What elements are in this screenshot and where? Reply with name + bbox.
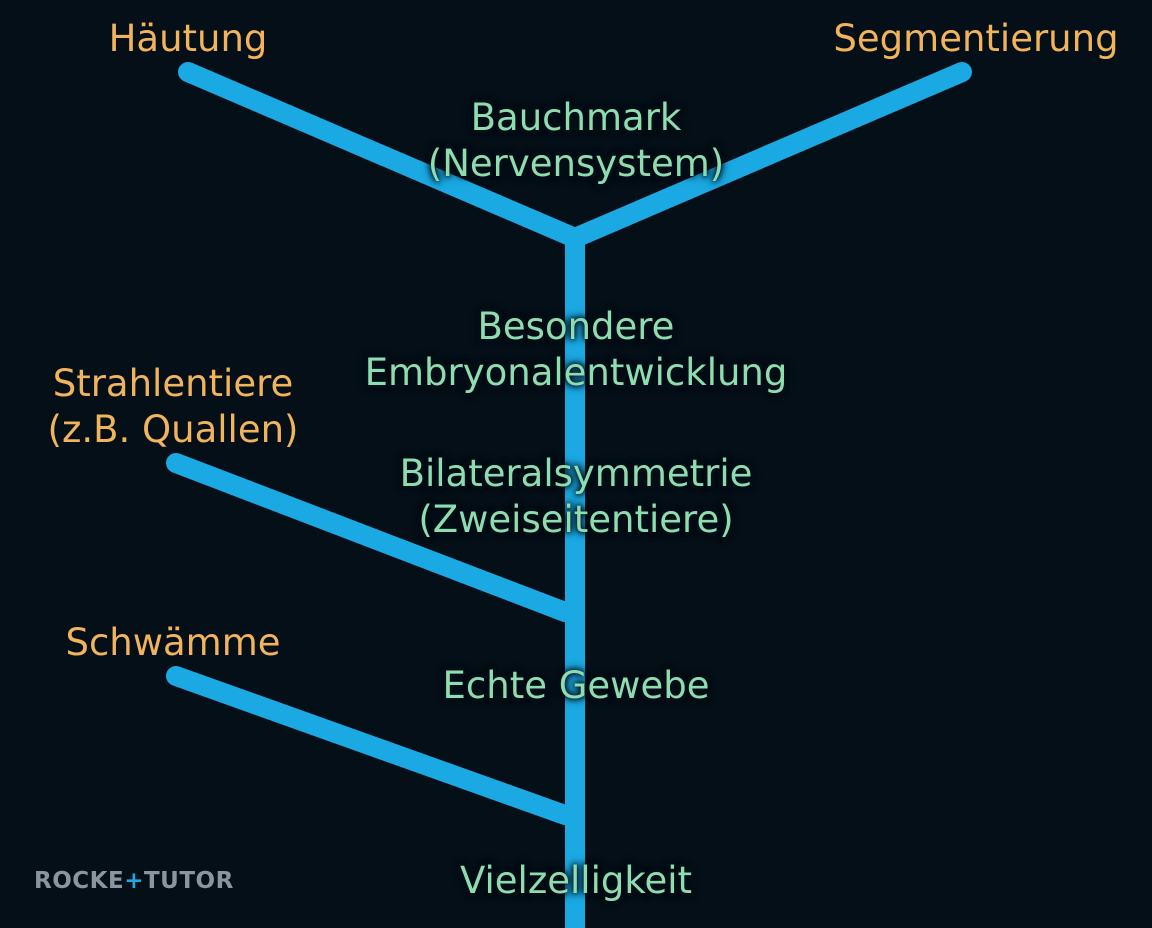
tip-label-haeutung: Häutung xyxy=(109,16,268,62)
rocketutor-logo: ROCKE+TUTOR xyxy=(34,868,234,894)
node-label-bauchmark-line-2: (Nervensystem) xyxy=(427,142,725,185)
node-label-vielzelligkeit-line: Vielzelligkeit xyxy=(460,859,692,902)
branch-strahlentiere xyxy=(166,453,575,622)
tip-label-haeutung-line: Häutung xyxy=(108,17,268,60)
tip-label-strahlentiere: Strahlentiere (z.B. Quallen) xyxy=(48,361,299,453)
node-label-embryonal-line-2: Embryonalentwicklung xyxy=(364,351,788,394)
tip-label-segmentierung-line: Segmentierung xyxy=(833,17,1119,60)
node-label-bauchmark: Bauchmark (Nervensystem) xyxy=(428,95,724,187)
tip-label-schwaemme: Schwämme xyxy=(65,620,280,666)
node-label-bilateral: Bilateralsymmetrie (Zweiseitentiere) xyxy=(400,451,753,543)
branch-schwaemme xyxy=(166,666,575,825)
logo-text-right: TUTOR xyxy=(143,868,234,894)
logo-text-left: ROCKE xyxy=(34,868,125,894)
node-label-embryonal: Besondere Embryonalentwicklung xyxy=(365,304,788,396)
tip-label-strahlentiere-line-2: (z.B. Quallen) xyxy=(47,408,299,451)
node-label-gewebe: Echte Gewebe xyxy=(443,663,710,709)
node-label-gewebe-line: Echte Gewebe xyxy=(442,664,710,707)
branch-segmentierung xyxy=(565,62,972,248)
node-label-vielzelligkeit: Vielzelligkeit xyxy=(460,858,692,904)
branch-haeutung xyxy=(178,62,585,248)
node-label-embryonal-line-1: Besondere xyxy=(477,305,675,348)
logo-plus: + xyxy=(124,868,144,894)
tip-label-strahlentiere-line-1: Strahlentiere xyxy=(52,362,294,405)
node-label-bilateral-line-2: (Zweiseitentiere) xyxy=(418,498,734,541)
node-label-bauchmark-line-1: Bauchmark xyxy=(470,96,682,139)
node-label-bilateral-line-1: Bilateralsymmetrie xyxy=(399,452,753,495)
tip-label-segmentierung: Segmentierung xyxy=(833,16,1118,62)
tip-label-schwaemme-line: Schwämme xyxy=(65,621,281,664)
